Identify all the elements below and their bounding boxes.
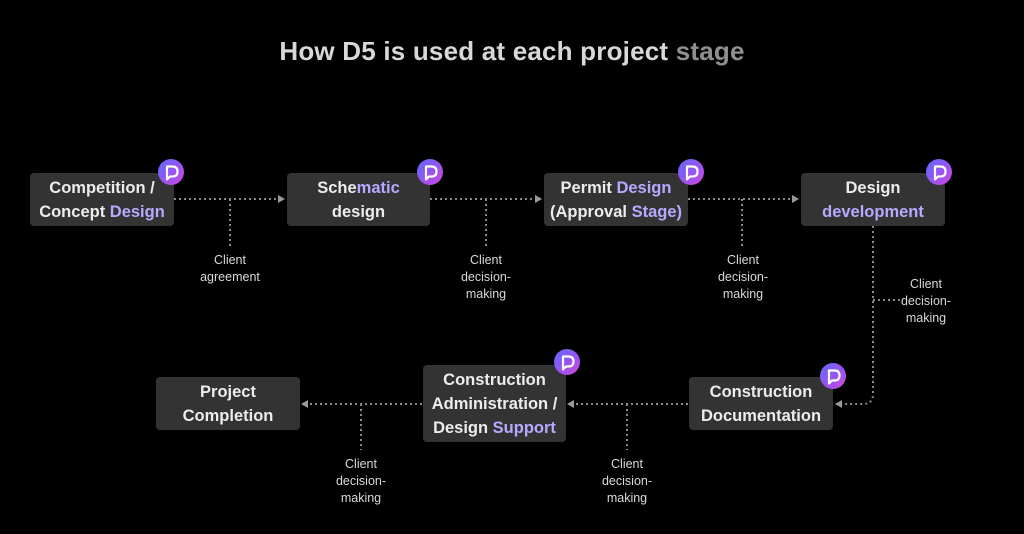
arrow-design-dev-construction-doc [835,226,874,408]
node-design-development: Design development [801,173,945,226]
d5-logo-icon [417,159,443,185]
d5-logo-icon [554,349,580,375]
page-title: How D5 is used at each project stage [279,36,745,66]
node-schematic: Schematic design [287,173,430,226]
d5-logo-icon [820,363,846,389]
node-project-completion: Project Completion [156,377,300,430]
node-construction-administration: Construction Administration / Design Sup… [423,365,566,442]
node-competition: Competition / Concept Design [30,173,174,226]
d5-logo-icon [926,159,952,185]
node-construction-documentation: Construction Documentation [689,377,833,430]
node-permit: Permit Design (Approval Stage) [544,173,688,226]
d5-logo-icon [158,159,184,185]
d5-logo-icon [678,159,704,185]
